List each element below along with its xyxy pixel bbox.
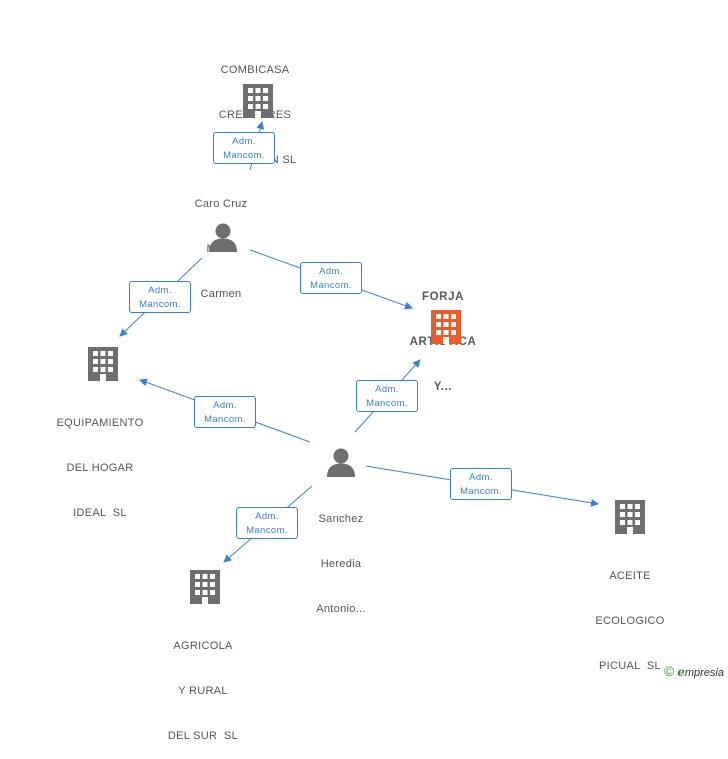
relation-badge-caro-equipamiento[interactable]: Adm. Mancom. [129, 281, 191, 313]
company-label-agricola[interactable]: AGRICOLA Y RURAL DEL SUR SL [167, 640, 239, 742]
person-icon[interactable] [326, 447, 356, 477]
company-label-equipamiento[interactable]: EQUIPAMIENTO DEL HOGAR IDEAL SL [56, 417, 144, 519]
relation-badge-caro-forja[interactable]: Adm. Mancom. [300, 262, 362, 294]
empresia-brand[interactable]: ©empresia [664, 663, 724, 679]
relation-badge-sanchez-aceite[interactable]: Adm. Mancom. [450, 468, 512, 500]
relation-badge-sanchez-forja[interactable]: Adm. Mancom. [356, 380, 418, 412]
copyright-icon: © [663, 663, 675, 679]
relation-badge-caro-combicasa[interactable]: Adm. Mancom. [213, 132, 275, 164]
building-icon[interactable] [190, 570, 220, 604]
building-icon[interactable] [88, 347, 118, 381]
building-icon[interactable] [615, 500, 645, 534]
person-icon[interactable] [208, 222, 238, 252]
brand-name: mpresia [684, 667, 724, 679]
company-label-aceite[interactable]: ACEITE ECOLOGICO PICUAL SL [595, 570, 665, 672]
focus-building-icon[interactable] [431, 310, 461, 344]
brand-initial: e [677, 665, 685, 679]
relation-badge-sanchez-agricola[interactable]: Adm. Mancom. [236, 507, 298, 539]
relation-badge-sanchez-equipamiento[interactable]: Adm. Mancom. [194, 396, 256, 428]
building-icon[interactable] [243, 84, 273, 118]
person-label-sanchez[interactable]: Sanchez Heredia Antonio... [316, 513, 366, 615]
